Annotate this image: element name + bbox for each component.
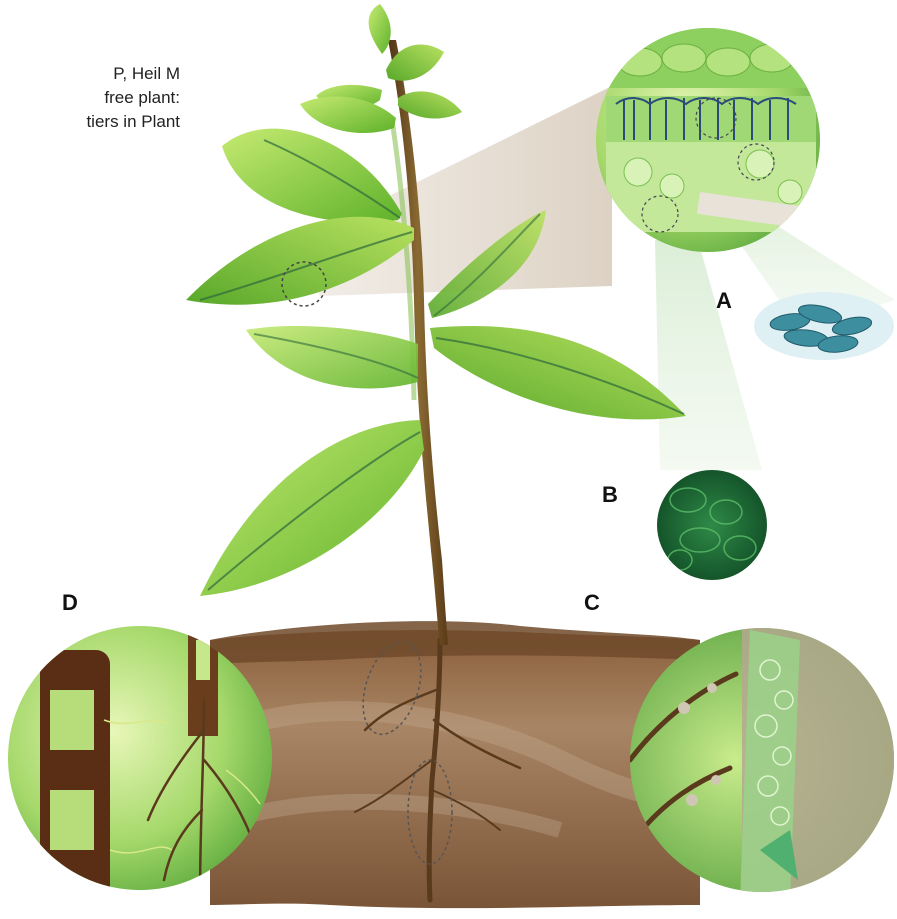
panel-a-leaf-section: [596, 28, 820, 252]
magnify-beam-a-b: [655, 240, 762, 470]
soil-block: [210, 630, 700, 908]
panel-b-cells: [657, 470, 767, 580]
panel-label-c: C: [584, 590, 600, 615]
panel-label-a: A: [716, 288, 732, 313]
panel-label-b: B: [602, 482, 618, 507]
panel-label-d: D: [62, 590, 78, 615]
panel-a-inset-cells: [754, 292, 894, 360]
